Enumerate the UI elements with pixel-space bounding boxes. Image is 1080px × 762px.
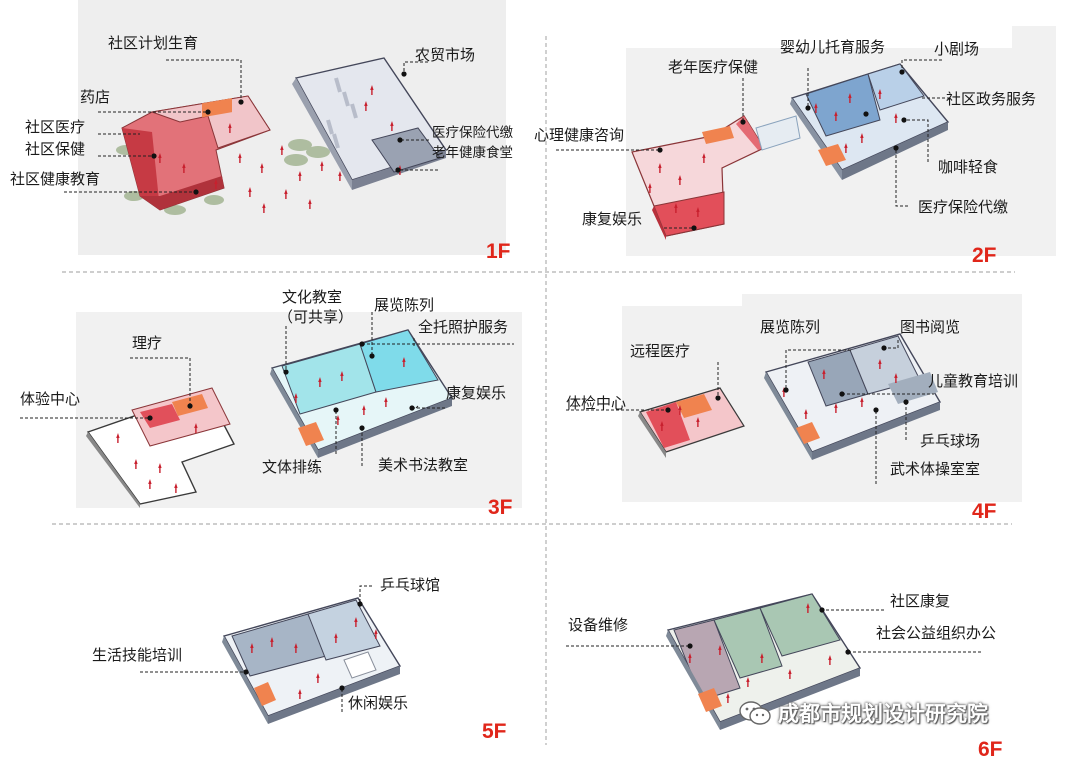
label-3f-physio: 理疗 xyxy=(132,334,163,352)
medical-building-2f xyxy=(631,115,765,240)
floor-label-1f: 1F xyxy=(486,240,511,263)
leader-dots-4f xyxy=(665,345,909,413)
label-1f-family-planning: 社区计划生育 xyxy=(108,34,199,52)
label-3f-full-care: 全托照护服务 xyxy=(418,318,509,336)
label-1f-healthcare: 社区保健 xyxy=(25,140,86,158)
wechat-icon xyxy=(739,701,771,725)
label-5f-leisure: 休闲娱乐 xyxy=(348,694,409,712)
label-4f-martial-arts: 武术体操室室 xyxy=(890,460,981,478)
label-3f-culture-class: 文化教室 xyxy=(282,288,343,306)
label-2f-theater: 小剧场 xyxy=(934,40,980,58)
leaders-4f xyxy=(566,340,934,484)
label-2f-infant-care: 婴幼儿托育服务 xyxy=(780,38,886,56)
floor-label-4f: 4F xyxy=(972,500,997,523)
floor-label-3f: 3F xyxy=(488,496,513,519)
watermark: 成都市规划设计研究院 xyxy=(738,698,988,728)
label-6f-maintenance: 设备维修 xyxy=(568,616,629,634)
leader-dots-6f xyxy=(687,607,851,655)
label-4f-telemedicine: 远程医疗 xyxy=(630,342,691,360)
label-3f-rehearsal: 文体排练 xyxy=(262,458,323,476)
sports-building-5f xyxy=(222,597,402,724)
watermark-text: 成都市规划设计研究院 xyxy=(778,702,988,726)
floor-label-2f: 2F xyxy=(972,244,997,267)
panel-2f-drawing xyxy=(556,26,1056,256)
label-5f-life-skills: 生活技能培训 xyxy=(92,646,183,664)
label-1f-medical: 社区医疗 xyxy=(25,118,86,136)
leaders-6f xyxy=(566,609,982,653)
health-building-3f xyxy=(86,387,235,508)
label-1f-market: 农贸市场 xyxy=(415,46,476,64)
panel-5f-drawing xyxy=(140,585,402,724)
label-5f-pingpong-hall: 乒乓球馆 xyxy=(380,576,441,594)
leaders-5f xyxy=(140,585,372,712)
leader-dots-2f xyxy=(657,69,907,231)
label-6f-nonprofit-office: 社会公益组织办公 xyxy=(876,624,997,642)
leader-dots-3f xyxy=(147,341,415,431)
label-1f-pharmacy: 药店 xyxy=(80,88,111,106)
telemedicine-building-4f xyxy=(638,387,745,458)
label-2f-psych-counsel: 心理健康咨询 xyxy=(534,126,625,144)
label-2f-cafe: 咖啡轻食 xyxy=(938,158,999,176)
skybridge xyxy=(755,115,801,151)
panel-separators xyxy=(52,36,1015,745)
culture-building-3f xyxy=(270,329,454,458)
label-3f-art-calligraphy: 美术书法教室 xyxy=(378,456,469,474)
label-1f-elderly-canteen: 老年健康食堂 xyxy=(432,145,513,161)
label-4f-checkup: 体检中心 xyxy=(566,394,627,412)
leader-dots-1f xyxy=(151,71,407,195)
panel-3f-drawing xyxy=(20,312,522,508)
label-2f-elderly-care: 老年医疗保健 xyxy=(668,58,759,76)
floor-label-5f: 5F xyxy=(482,720,507,743)
panel-4f-drawing xyxy=(566,294,1022,502)
label-1f-insurance: 医疗保险代缴 xyxy=(432,125,513,141)
floor-label-6f: 6F xyxy=(978,738,1003,761)
leaders-3f xyxy=(20,312,419,466)
label-2f-rehab-fun: 康复娱乐 xyxy=(582,210,643,228)
label-1f-health-education: 社区健康教育 xyxy=(10,170,101,188)
leader-dots-5f xyxy=(243,601,363,691)
label-3f-experience: 体验中心 xyxy=(20,390,81,408)
medical-building-1f xyxy=(121,95,271,211)
label-3f-exhibition: 展览陈列 xyxy=(374,296,435,314)
label-2f-insurance: 医疗保险代缴 xyxy=(918,198,1009,216)
label-3f-shareable: （可共享） xyxy=(278,308,354,326)
label-4f-child-education: 儿童教育培训 xyxy=(928,372,1019,390)
market-building-1f xyxy=(292,57,448,190)
service-building-2f xyxy=(790,63,950,180)
label-4f-exhibition: 展览陈列 xyxy=(760,318,821,336)
leaders-2f xyxy=(556,59,950,229)
label-3f-rehab-fun: 康复娱乐 xyxy=(446,384,507,402)
label-4f-reading: 图书阅览 xyxy=(900,318,961,336)
label-2f-gov-services: 社区政务服务 xyxy=(946,90,1037,108)
leaders-1f xyxy=(64,59,438,193)
panel-1f-drawing xyxy=(64,0,506,255)
label-4f-pingpong: 乒乓球场 xyxy=(920,432,981,450)
label-6f-rehab: 社区康复 xyxy=(890,592,951,610)
panel-6f-drawing xyxy=(566,593,982,730)
